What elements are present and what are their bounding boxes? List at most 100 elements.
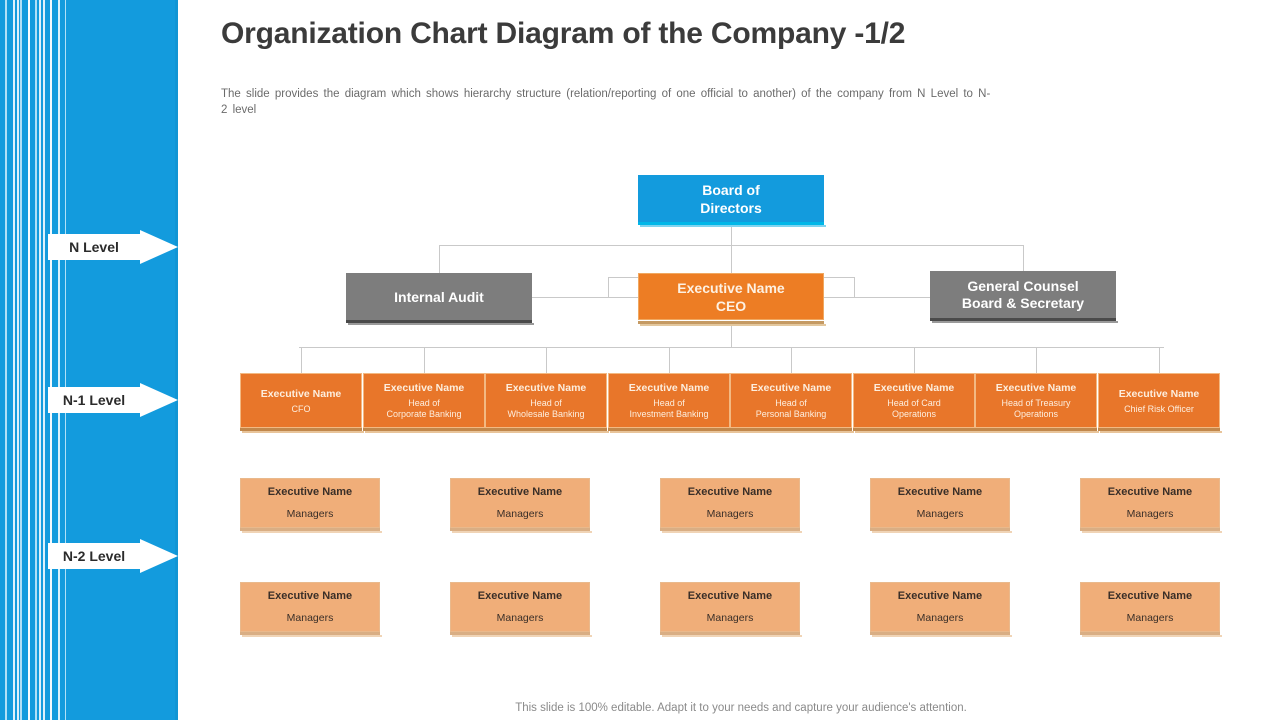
node-ceo-shadow-secondary [640, 324, 826, 326]
connector-drop-n1-3 [546, 347, 547, 373]
node-n1-5-shadow [730, 428, 852, 431]
connector-drop-internal-audit [439, 245, 440, 297]
node-n2-r2-2-name: Executive Name [477, 590, 563, 602]
level-badge-n-label: N Level [69, 239, 119, 255]
node-ceo-shadow [638, 321, 824, 324]
node-ceo[interactable]: Executive Name CEO [638, 273, 824, 320]
node-internal-audit-shadow [346, 320, 532, 323]
node-n1-4-name: Executive Name [628, 382, 710, 394]
sidebar-edge [175, 0, 178, 720]
node-board-of-directors[interactable]: Board of Directors [638, 175, 824, 222]
connector-bus-n-level [439, 245, 1024, 246]
node-n2-r2-2-shadow [450, 632, 590, 635]
node-n2-r2-3-shadow-secondary [662, 635, 802, 637]
connector-drop-n1-8 [1159, 347, 1160, 373]
node-n1-4-shadow [608, 428, 730, 431]
node-n1-3-shadow [485, 428, 607, 431]
node-board-accent-bar-secondary [640, 225, 826, 227]
node-n2-r2-5-role: Managers [1126, 612, 1174, 624]
node-n2-r2-5-shadow [1080, 632, 1220, 635]
page-subtitle: The slide provides the diagram which sho… [221, 88, 991, 116]
node-n2-r2-5-name: Executive Name [1107, 590, 1193, 602]
level-badge-n2-label: N-2 Level [62, 548, 126, 564]
node-n2-r1-5-shadow [1080, 528, 1220, 531]
connector-ceo-down [731, 324, 732, 347]
node-n2-r2-4-shadow [870, 632, 1010, 635]
node-general-counsel-shadow [930, 318, 1116, 321]
node-n1-5-name: Executive Name [750, 382, 832, 394]
node-n2-r2-1-shadow-secondary [242, 635, 382, 637]
node-n2-r2-2-role: Managers [496, 612, 544, 624]
connector-drop-n1-5 [791, 347, 792, 373]
node-n1-7-shadow-secondary [977, 431, 1099, 433]
node-n1-5-shadow-secondary [732, 431, 854, 433]
level-badge-n1-label: N-1 Level [62, 392, 126, 408]
node-general-counsel-shadow-secondary [932, 321, 1118, 323]
node-n1-1-name: Executive Name [260, 387, 342, 400]
node-n2-r1-2-name: Executive Name [477, 486, 563, 498]
connector-stub-left-ceo-vert [608, 277, 609, 297]
node-n2-r1-1-role: Managers [286, 508, 334, 520]
node-n2-r2-1-role: Managers [286, 612, 334, 624]
node-n1-8-name: Executive Name [1118, 387, 1200, 400]
node-n2-r1-2-shadow-secondary [452, 531, 592, 533]
node-n2-r1-1-shadow-secondary [242, 531, 382, 533]
node-n1-8-role: Chief Risk Officer [1124, 403, 1194, 414]
node-n2-r2-4-role: Managers [916, 612, 964, 624]
node-n2-r1-2-role: Managers [496, 508, 544, 520]
node-n2-r1-3-shadow-secondary [662, 531, 802, 533]
left-decorative-sidebar [0, 0, 178, 720]
connector-stub-left-ceo [532, 297, 638, 298]
node-general-counsel[interactable]: General Counsel Board & Secretary [930, 271, 1116, 318]
node-internal-audit[interactable]: Internal Audit [346, 273, 532, 320]
connector-stub-right-ceo-upper [824, 277, 854, 278]
node-general-counsel-line1: General Counsel [967, 277, 1079, 294]
node-n2-r2-4-name: Executive Name [897, 590, 983, 602]
node-n1-3-shadow-secondary [487, 431, 609, 433]
node-n2-r1-2-shadow [450, 528, 590, 531]
connector-drop-n1-4 [669, 347, 670, 373]
footer-note: This slide is 100% editable. Adapt it to… [515, 702, 967, 714]
node-n2-r1-1-name: Executive Name [267, 486, 353, 498]
node-n2-r2-1-shadow [240, 632, 380, 635]
connector-drop-n1-7 [1036, 347, 1037, 373]
connector-stub-right-ceo [824, 297, 930, 298]
node-n2-r2-3-name: Executive Name [687, 590, 773, 602]
node-internal-audit-shadow-secondary [348, 323, 534, 325]
node-board-line2: Directors [700, 199, 762, 216]
node-n2-r1-4-role: Managers [916, 508, 964, 520]
page-title: Organization Chart Diagram of the Compan… [221, 17, 906, 50]
node-n2-r2-3-role: Managers [706, 612, 754, 624]
node-n1-6-name: Executive Name [873, 382, 955, 394]
node-n2-r1-4-shadow-secondary [872, 531, 1012, 533]
node-ceo-line1: Executive Name [677, 279, 785, 296]
node-n1-2-name: Executive Name [383, 382, 465, 394]
node-n1-7-name: Executive Name [995, 382, 1077, 394]
node-n2-r1-5-shadow-secondary [1082, 531, 1222, 533]
node-n2-r1-5-name: Executive Name [1107, 486, 1193, 498]
node-n2-r1-1-shadow [240, 528, 380, 531]
